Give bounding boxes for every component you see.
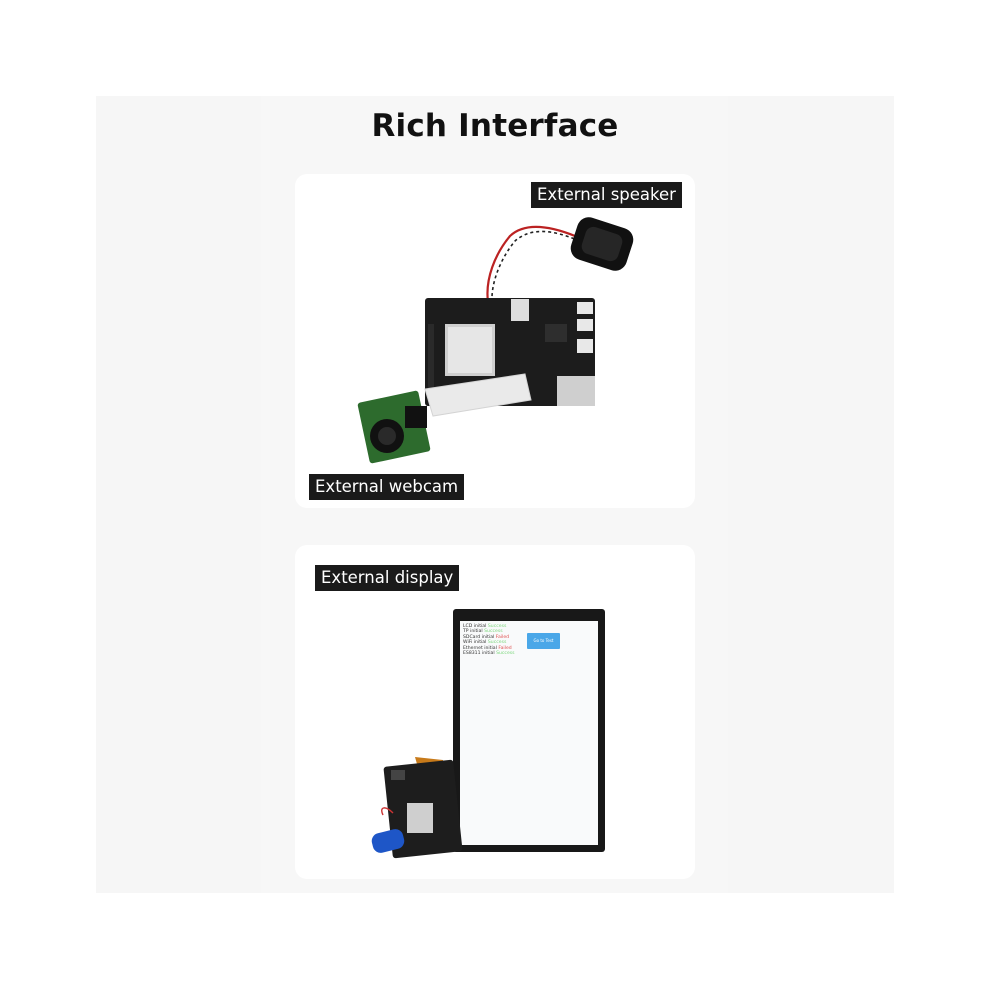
status-line: LCD initial Success	[463, 624, 507, 629]
controller-board-image	[425, 298, 595, 406]
status-line: WiFi initial Success	[463, 640, 507, 646]
screen-status-list: LCD initial Success TP initial Success S…	[463, 624, 515, 656]
webcam-image	[357, 390, 431, 464]
interface-card-display: External display LCD initial Success TP …	[295, 545, 695, 879]
external-speaker-label: External speaker	[531, 182, 682, 208]
board-with-battery-illustration	[371, 757, 463, 859]
battery-image	[371, 829, 405, 853]
board-photo-illustration	[357, 217, 634, 464]
small-controller-board-image	[381, 757, 463, 859]
speaker-image	[570, 217, 634, 271]
page-title: Rich Interface	[371, 108, 619, 144]
external-display-image: LCD initial Success TP initial Success S…	[453, 609, 605, 852]
status-line: Ethernet initial Failed	[463, 645, 512, 651]
display-screen: LCD initial Success TP initial Success S…	[460, 621, 598, 845]
screen-test-button[interactable]: Go to Test	[527, 633, 560, 649]
status-line: TP initial Success	[463, 629, 503, 635]
interface-card-audio-camera: External speaker External webcam	[295, 174, 695, 508]
status-line: ES8311 initial Success	[463, 651, 515, 657]
external-display-label: External display	[315, 565, 460, 591]
external-webcam-label: External webcam	[309, 474, 465, 500]
status-line: SDCard initial Failed	[463, 634, 510, 640]
